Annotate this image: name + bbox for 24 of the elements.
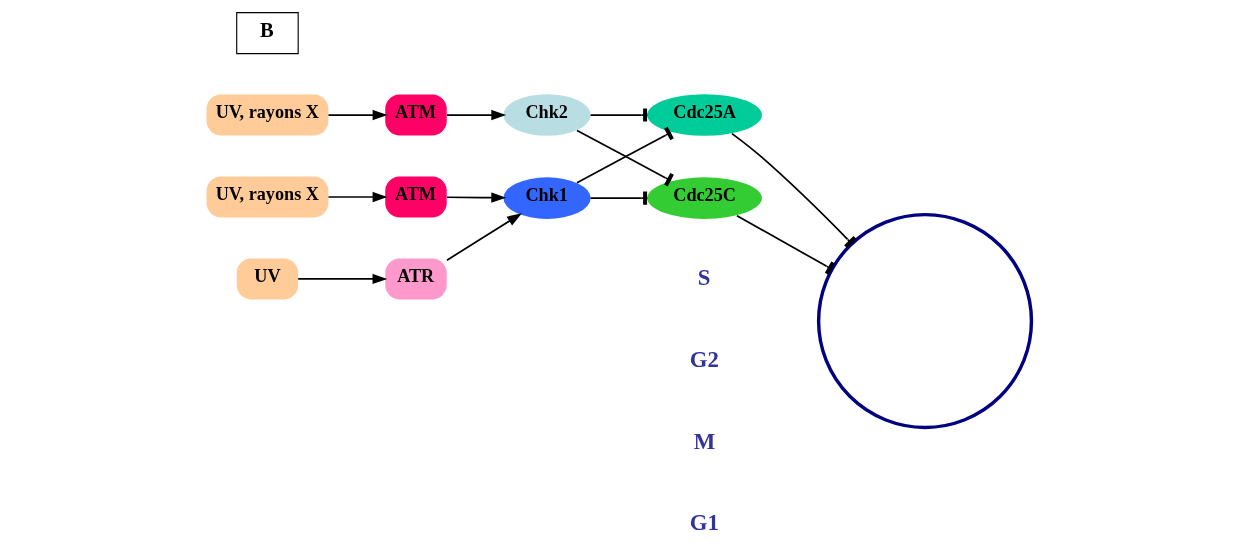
connector	[589, 191, 648, 205]
node-ellipse: Chk2	[502, 94, 591, 136]
connector	[589, 108, 648, 122]
label: S	[697, 264, 710, 290]
arrow	[445, 192, 506, 203]
connector	[735, 214, 835, 275]
connector	[730, 132, 856, 248]
node-box: UV, rayons X	[206, 94, 328, 136]
label: G1	[689, 510, 719, 536]
arrow	[445, 213, 522, 262]
label: M	[693, 428, 715, 454]
node-box: UV	[236, 258, 298, 300]
label: B	[259, 18, 274, 41]
arrow	[327, 191, 387, 203]
node-box: ATM	[384, 176, 447, 218]
node-box: ATR	[384, 258, 447, 300]
node-circle	[816, 212, 1033, 430]
arrow	[445, 109, 506, 121]
node-ellipse: Chk1	[502, 177, 591, 219]
label: G2	[689, 346, 719, 372]
arrow	[296, 273, 387, 285]
node-box: ATM	[384, 94, 447, 136]
node-box: UV, rayons X	[206, 176, 328, 218]
arrow	[327, 109, 387, 121]
